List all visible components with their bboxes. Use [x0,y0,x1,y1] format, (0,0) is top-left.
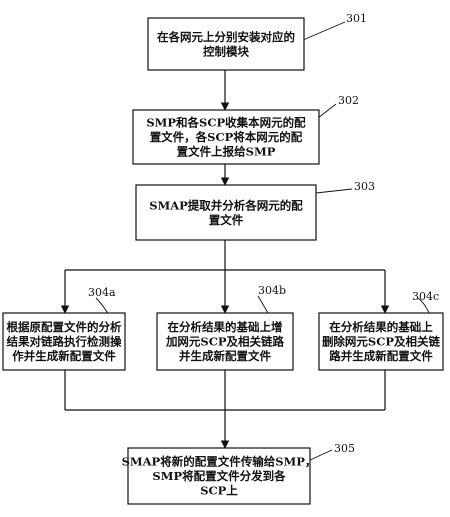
leader-303 [315,188,353,194]
leader-301 [302,21,346,41]
node-302-box [132,109,320,165]
node-304c-line: 路并生成新配置文件 [329,349,433,363]
node-304b-text: 在分析结果的基础上增加网元SCP及相关链路并生成新配置文件 [165,320,285,363]
node-305-line: SMP将配置文件分发到各 [152,469,286,483]
node-304b-line: 加网元SCP及相关链路 [165,335,285,349]
node-301-line: 在各网元上分别安装对应的 [157,30,295,44]
label-leaders [95,21,433,461]
node-304a-line: 结果对链路执行检测操 [6,335,122,349]
node-304c-line: 删除网元SCP及相关链 [322,335,441,349]
connectors [60,70,390,449]
node-304b-box [156,312,294,371]
node-301: 在各网元上分别安装对应的控制模块 301 [147,12,367,71]
node-302-line: 置文件上报给SMP [177,145,276,159]
step-label-304b: 304b [258,284,286,297]
node-304b-line: 在分析结果的基础上增 [168,320,283,334]
node-303: SMAP提取并分析各网元的配置文件 303 [135,180,375,241]
step-label-304c: 304c [412,290,439,303]
node-304b-line: 并生成新配置文件 [179,349,271,363]
leader-305 [309,449,333,461]
node-304c: 在分析结果的基础上删除网元SCP及相关链路并生成新配置文件 304c [318,290,444,371]
node-304a-line: 根据原配置文件的分析 [7,320,122,334]
node-304c-box [318,312,444,371]
node-301-line: 控制模块 [203,44,249,58]
node-305-line: SMAP将新的配置文件传输给SMP， [122,455,317,469]
node-305-line: SCP上 [200,484,238,498]
node-301-text: 在各网元上分别安装对应的控制模块 [157,30,295,59]
node-303-line: 置文件 [209,213,244,227]
node-305-box [127,447,311,505]
nodes: 在各网元上分别安装对应的控制模块 301SMP和各SCP收集本网元的配置文件，各S… [2,12,444,505]
node-303-box [135,184,317,241]
node-303-line: SMAP提取并分析各网元的配 [149,198,303,212]
step-label-301: 301 [346,12,367,25]
node-301-box [147,17,305,71]
node-304a-box [2,312,126,371]
node-302: SMP和各SCP收集本网元的配置文件，各SCP将本网元的配置文件上报给SMP 30… [132,94,359,165]
node-304a-line: 作并生成新配置文件 [12,349,116,363]
node-304a-text: 根据原配置文件的分析结果对链路执行检测操作并生成新配置文件 [6,320,122,363]
node-304c-line: 在分析结果的基础上 [329,320,433,334]
node-302-line: 置文件，各SCP将本网元的配 [150,130,303,144]
step-label-303: 303 [354,180,375,193]
step-label-304a: 304a [88,286,116,299]
node-302-line: SMP和各SCP收集本网元的配 [146,116,306,130]
step-label-302: 302 [338,94,359,107]
step-label-305: 305 [334,442,355,455]
leader-302 [317,103,337,119]
node-304b: 在分析结果的基础上增加网元SCP及相关链路并生成新配置文件 304b [156,284,294,371]
node-304c-text: 在分析结果的基础上删除网元SCP及相关链路并生成新配置文件 [322,320,441,363]
node-303-text: SMAP提取并分析各网元的配置文件 [149,198,303,227]
node-302-text: SMP和各SCP收集本网元的配置文件，各SCP将本网元的配置文件上报给SMP [146,116,306,159]
node-304a: 根据原配置文件的分析结果对链路执行检测操作并生成新配置文件 304a [2,286,126,371]
